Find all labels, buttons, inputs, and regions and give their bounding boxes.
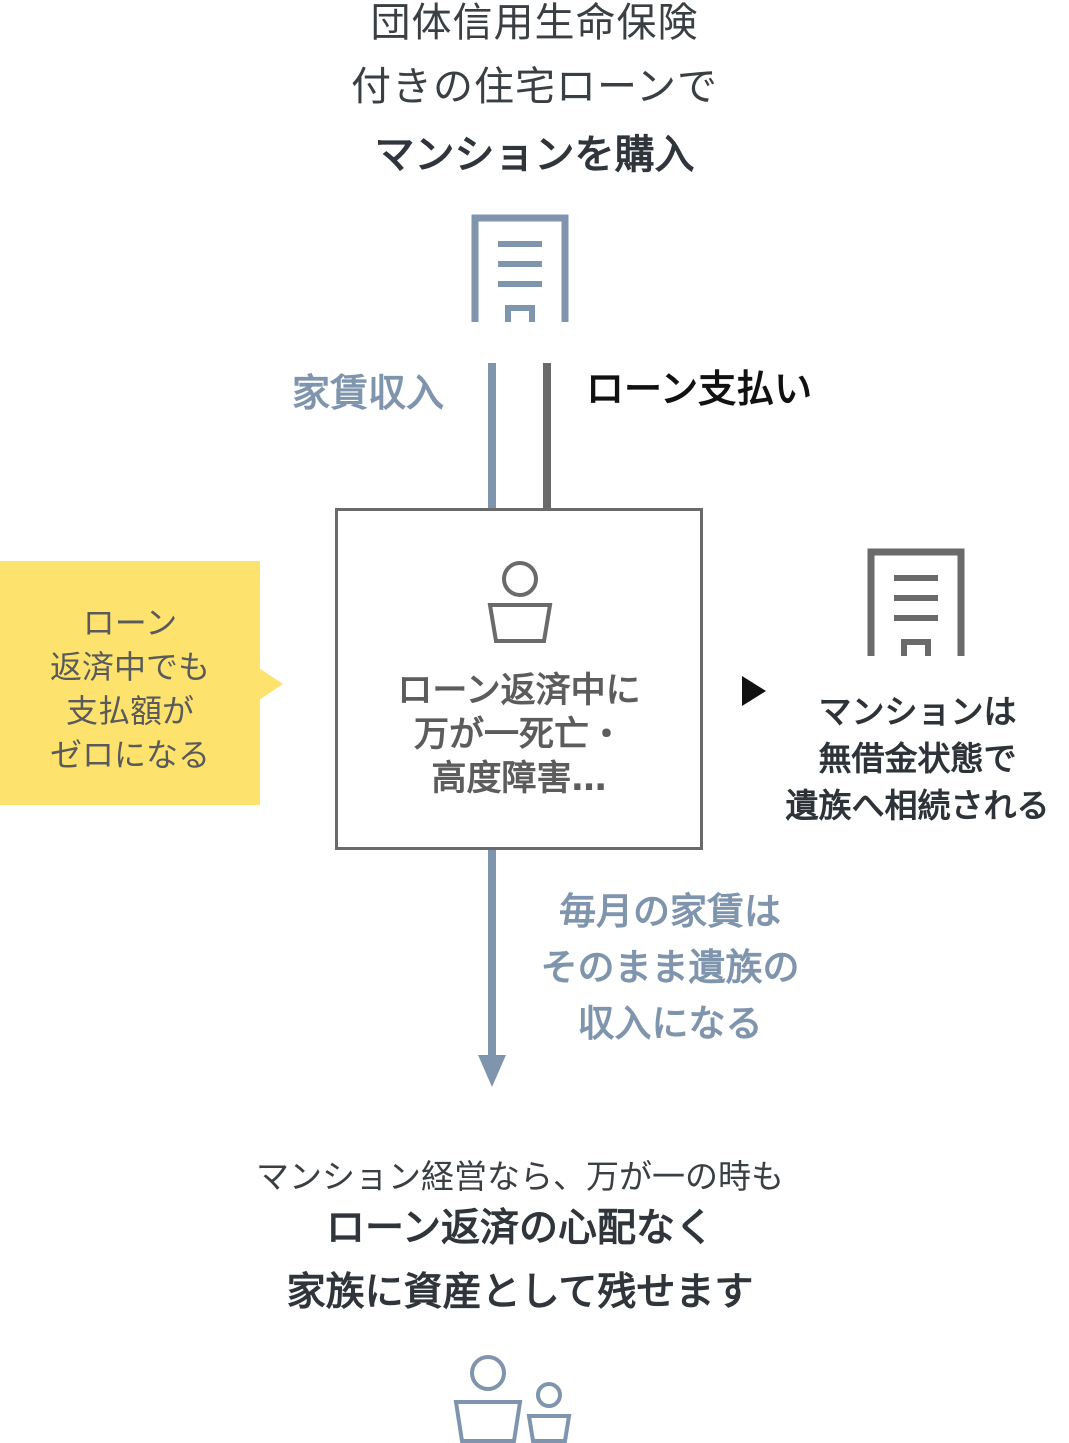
heading-line-3: マンションを購入 [374, 132, 695, 178]
callout-pointer [259, 668, 283, 700]
callout-line-3: 支払額が [65, 692, 194, 730]
event-box: ローン返済中に 万が一死亡・ 高度障害… [335, 508, 703, 850]
right-result-line-2: 無借金状態で [818, 739, 1017, 778]
callout-line-1: ローン [82, 604, 178, 642]
rent-income-line [488, 363, 496, 509]
rent-result-line-3: 収入になる [577, 1002, 763, 1045]
family-icon [453, 1355, 572, 1443]
heading-line-2: 付きの住宅ローンで [351, 64, 718, 110]
callout-line-2: 返済中でも [49, 648, 210, 686]
event-line-3: 高度障害… [431, 759, 607, 799]
down-arrow-line [488, 850, 496, 1060]
building-icon [471, 214, 569, 322]
conclusion-line-1: マンション経営なら、万が一の時も [256, 1157, 784, 1196]
callout-box: ローン 返済中でも 支払額が ゼロになる [0, 561, 260, 805]
right-result-line-1: マンションは [818, 692, 1017, 731]
down-arrow-icon [478, 1055, 506, 1087]
heading-line-1: 団体信用生命保険 [370, 0, 699, 46]
conclusion-line-2: ローン返済の心配なく [325, 1206, 715, 1251]
person-icon [487, 561, 553, 643]
rent-result-line-1: 毎月の家賃は [559, 890, 781, 933]
event-line-1: ローン返済中に [397, 671, 641, 711]
right-arrow-icon [742, 676, 766, 706]
building-icon [867, 548, 965, 656]
event-line-2: 万が一死亡・ [413, 715, 624, 755]
loan-payment-label: ローン支払い [586, 367, 813, 411]
rent-income-label: 家賃収入 [292, 371, 445, 415]
loan-payment-line [543, 363, 551, 509]
callout-line-4: ゼロになる [49, 736, 210, 774]
rent-result-line-2: そのまま遺族の [540, 946, 800, 989]
right-result-line-3: 遺族へ相続される [785, 786, 1050, 825]
conclusion-line-3: 家族に資産として残せます [286, 1270, 754, 1315]
